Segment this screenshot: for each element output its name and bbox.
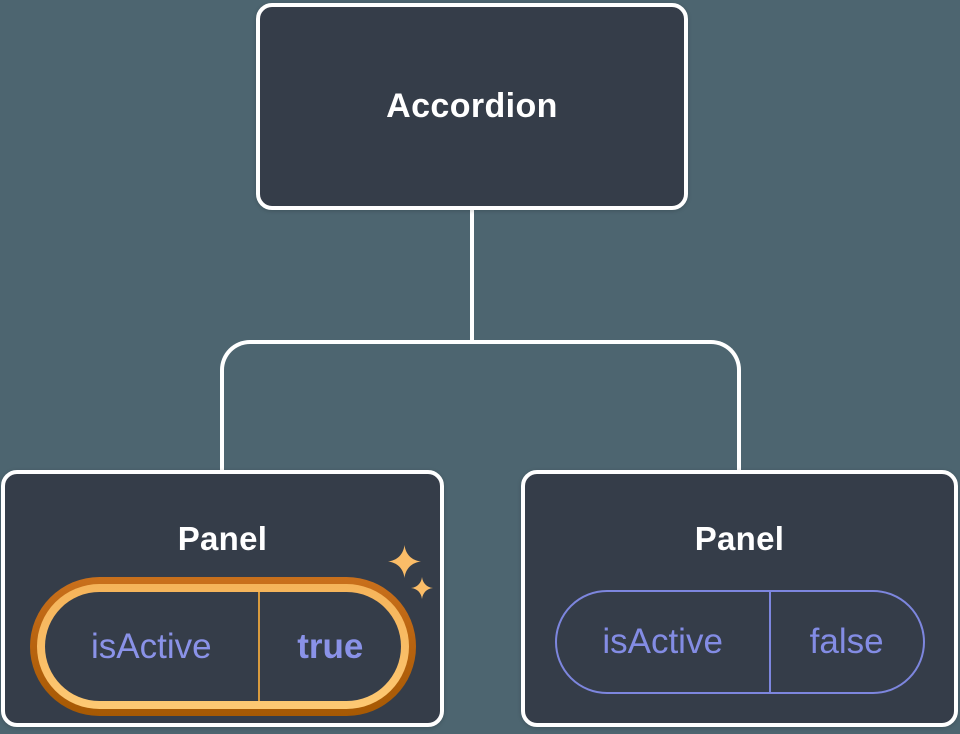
state-pill-highlight-ring: isActive true [29,577,416,716]
tree-node-panel-active: Panel isActive true [1,470,444,727]
tree-node-root: Accordion [256,3,688,210]
state-pill-inactive: isActive false [554,590,925,694]
sparkle-icon [388,545,421,578]
sparkle-icon [411,577,433,599]
panel-title: Panel [177,520,268,557]
state-value-label: false [809,622,884,661]
connector-branches [220,340,741,471]
root-node-label: Accordion [386,87,558,125]
panel-title: Panel [694,520,785,557]
state-pill-highlight-ring-inner: isActive true [36,584,409,709]
state-pill-active: isActive true [44,592,401,701]
state-value-label: true [297,626,364,666]
tree-node-panel-inactive: Panel isActive false [521,470,958,727]
state-prop-label: isActive [557,592,771,692]
state-prop-label: isActive [45,592,261,701]
connector-root-trunk [470,207,474,344]
